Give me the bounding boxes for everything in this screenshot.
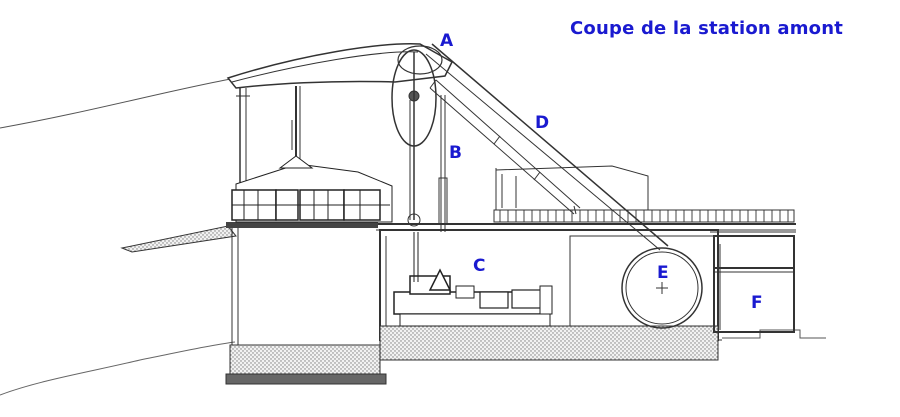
drive-machinery-c — [393, 232, 553, 327]
label-d: D — [535, 113, 550, 133]
roof-structure — [226, 43, 453, 190]
right-building — [495, 165, 649, 210]
diagram-title: Coupe de la station amont — [570, 18, 844, 39]
tension-rod-b — [438, 95, 448, 232]
label-a: A — [440, 31, 454, 51]
ground-line-right — [722, 329, 826, 339]
label-c: C — [473, 256, 486, 276]
bullwheel-e — [621, 247, 703, 329]
rooms-f — [713, 235, 795, 333]
label-b: B — [449, 143, 462, 163]
machine-floor — [379, 325, 719, 361]
foundation-base — [225, 373, 387, 385]
label-f: F — [751, 293, 763, 313]
label-e: E — [657, 263, 669, 283]
terrain-line — [0, 77, 237, 129]
cabins — [231, 155, 393, 223]
bullwheel-a — [391, 45, 443, 227]
loading-platform — [120, 222, 378, 345]
terrain-lower-line — [0, 341, 236, 396]
